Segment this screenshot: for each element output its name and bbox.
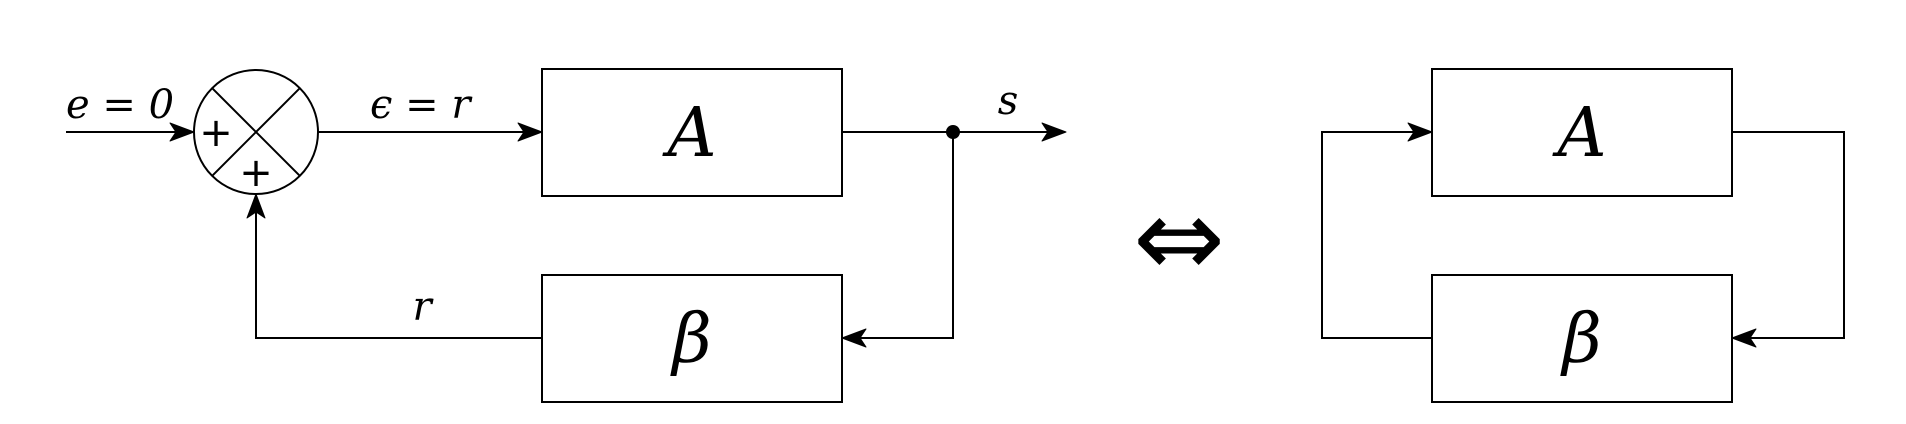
input-arrowhead <box>169 122 195 142</box>
feedback-return-wire <box>255 210 542 339</box>
feedback-in-arrowhead <box>841 328 867 348</box>
output-label: s <box>998 78 1019 124</box>
right-block-beta <box>1431 274 1733 403</box>
right-block-a-label: A <box>1551 94 1606 173</box>
summing-junction: + + <box>193 69 319 196</box>
right-loop-up-wire <box>1321 131 1432 339</box>
block-a-label: A <box>661 94 716 173</box>
output-arrowhead <box>1041 122 1067 142</box>
right-block-a <box>1431 68 1733 197</box>
equivalence-symbol: ⇔ <box>1133 174 1225 302</box>
block-beta-label: β <box>669 300 711 379</box>
block-a <box>541 68 843 197</box>
right-loop-down-wire <box>1732 131 1845 339</box>
feedback-label: r <box>412 284 434 330</box>
feedback-return-arrowhead <box>246 193 266 219</box>
input-label: e = 0 <box>66 82 174 128</box>
summing-junction-cross-2 <box>211 87 301 177</box>
right-block-beta-label: β <box>1559 300 1601 379</box>
feedback-down-wire <box>858 132 954 339</box>
right-loop-up-arrowhead <box>1407 122 1433 142</box>
sum-sign-left: + <box>199 110 233 156</box>
right-loop-down-arrowhead <box>1731 328 1757 348</box>
sum-sign-bottom: + <box>239 150 273 196</box>
error-label: ϵ = r <box>370 82 473 128</box>
error-arrowhead <box>517 122 543 142</box>
block-beta <box>541 274 843 403</box>
